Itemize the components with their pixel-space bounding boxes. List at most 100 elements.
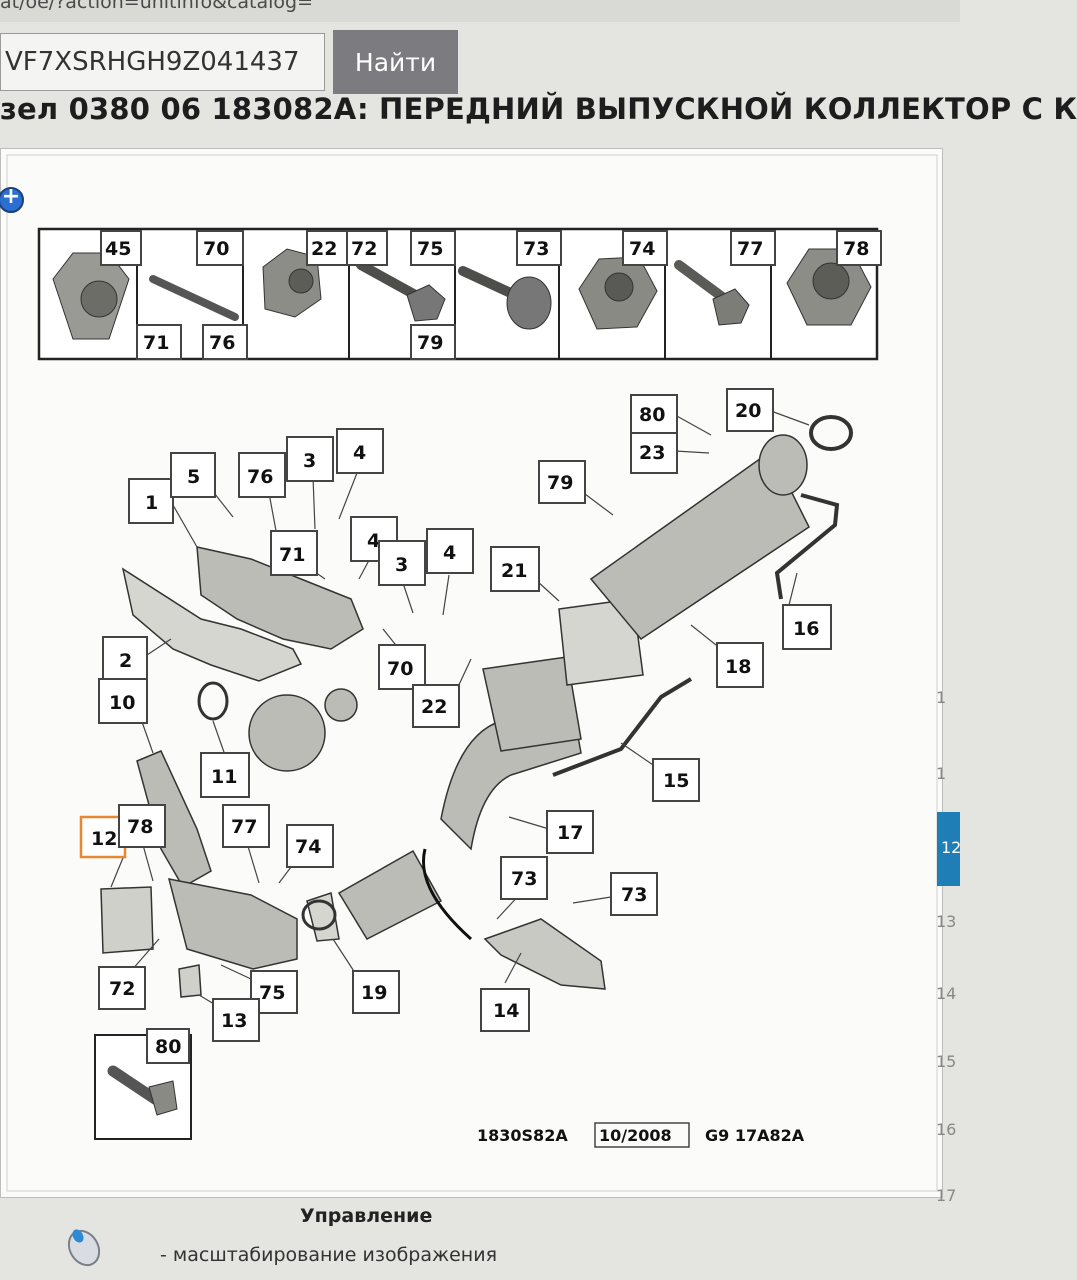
strip-label[interactable]: 76 (202, 324, 248, 360)
svg-text:19: 19 (361, 982, 387, 1004)
sidebar-number[interactable]: 17 (936, 1186, 957, 1205)
svg-text:73: 73 (523, 238, 549, 260)
callout[interactable]: 3 (286, 436, 334, 482)
callout[interactable]: 11 (200, 752, 250, 798)
sidebar-number[interactable]: 16 (936, 1120, 957, 1139)
svg-text:22: 22 (421, 696, 447, 718)
strip-label[interactable]: 72 (346, 230, 388, 266)
callout[interactable]: 14 (480, 988, 530, 1032)
callout[interactable]: 78 (118, 804, 166, 848)
callout[interactable]: 22 (412, 684, 460, 728)
callout[interactable]: 19 (352, 970, 400, 1014)
svg-text:76: 76 (247, 466, 273, 488)
ref-code: 1830S82A (477, 1126, 568, 1145)
callout[interactable]: 72 (98, 966, 146, 1010)
diagram-panel: 1830S82A 10/2008 G9 17A82A 45 70 71 76 2… (0, 148, 943, 1198)
sidebar-number[interactable]: 1 (936, 764, 947, 783)
callout[interactable]: 77 (222, 804, 270, 848)
url-text: at/oe/?action=unitinfo&catalog= (0, 0, 314, 13)
svg-text:72: 72 (109, 978, 135, 1000)
svg-text:74: 74 (629, 238, 655, 260)
strip-label[interactable]: 78 (836, 230, 882, 266)
callout[interactable]: 10 (98, 678, 148, 724)
callout[interactable]: 13 (212, 998, 260, 1042)
svg-text:14: 14 (493, 1000, 519, 1022)
strip-label[interactable]: 45 (100, 230, 142, 266)
strip-labels: 45 70 71 76 22 72 75 79 73 74 77 78 (100, 230, 882, 360)
callout[interactable]: 76 (238, 452, 286, 498)
svg-text:13: 13 (221, 1010, 247, 1032)
svg-text:75: 75 (259, 982, 285, 1004)
callout[interactable]: 15 (652, 758, 700, 802)
reference-line: 1830S82A 10/2008 G9 17A82A (477, 1122, 805, 1148)
search-row: Найти (0, 30, 960, 100)
strip-label[interactable]: 75 (410, 230, 456, 266)
sidebar-number[interactable]: 1 (936, 688, 947, 707)
callout[interactable]: 18 (716, 642, 764, 688)
callouts: 1 2 3 4 5 76 71 4 3 4 70 10 11 12 78 77 … (79, 388, 832, 1064)
svg-text:5: 5 (187, 466, 200, 488)
strip-label[interactable]: 22 (306, 230, 348, 266)
vin-input[interactable] (0, 33, 325, 91)
svg-text:18: 18 (725, 656, 751, 678)
sidebar-number[interactable]: 13 (936, 912, 957, 931)
exhaust-assembly (100, 415, 853, 998)
find-button[interactable]: Найти (333, 30, 458, 94)
address-bar[interactable]: at/oe/?action=unitinfo&catalog= (0, 0, 960, 22)
strip-label[interactable]: 79 (410, 324, 456, 360)
svg-text:22: 22 (311, 238, 337, 260)
callout[interactable]: 74 (286, 824, 334, 868)
svg-text:1: 1 (145, 492, 158, 514)
sidebar-number[interactable]: 15 (936, 1052, 957, 1071)
callout[interactable]: 73 (500, 856, 548, 900)
callout[interactable]: 80 (146, 1028, 190, 1064)
callout[interactable]: 20 (726, 388, 774, 432)
svg-text:11: 11 (211, 766, 237, 788)
ref-doc: G9 17A82A (705, 1126, 805, 1145)
svg-text:74: 74 (295, 836, 321, 858)
callout[interactable]: 5 (170, 452, 216, 498)
callout[interactable]: 4 (426, 528, 474, 574)
parts-diagram: 1830S82A 10/2008 G9 17A82A 45 70 71 76 2… (6, 154, 938, 1192)
svg-text:80: 80 (155, 1036, 181, 1058)
svg-text:77: 77 (737, 238, 763, 260)
strip-label[interactable]: 70 (196, 230, 244, 266)
svg-text:80: 80 (639, 404, 665, 426)
callout[interactable]: 71 (270, 530, 318, 576)
svg-text:20: 20 (735, 400, 761, 422)
svg-text:79: 79 (547, 472, 573, 494)
callout[interactable]: 1 (128, 478, 174, 524)
svg-text:12: 12 (91, 828, 117, 850)
callout[interactable]: 23 (630, 432, 678, 474)
svg-text:70: 70 (203, 238, 229, 260)
page-title: зел 0380 06 183082A: ПЕРЕДНИЙ ВЫПУСКНОЙ … (0, 92, 1077, 126)
sidebar-item-active[interactable]: 12 (937, 812, 961, 886)
sidebar-number[interactable]: 14 (936, 984, 957, 1003)
zoom-hint: - масштабирование изображения (160, 1244, 498, 1266)
svg-text:15: 15 (663, 770, 689, 792)
callout[interactable]: 80 (630, 394, 678, 436)
svg-text:2: 2 (119, 650, 132, 672)
strip-label[interactable]: 73 (516, 230, 562, 266)
svg-text:73: 73 (621, 884, 647, 906)
callout[interactable]: 3 (378, 540, 426, 586)
callout[interactable]: 79 (538, 460, 586, 504)
callout[interactable]: 73 (610, 872, 658, 916)
callout[interactable]: 2 (102, 636, 148, 682)
callout[interactable]: 17 (546, 810, 594, 854)
zoom-plus-icon[interactable]: + (0, 184, 24, 213)
callout[interactable]: 16 (782, 604, 832, 650)
svg-text:78: 78 (843, 238, 869, 260)
callout[interactable]: 4 (336, 428, 384, 474)
svg-text:77: 77 (231, 816, 257, 838)
strip-label[interactable]: 77 (730, 230, 776, 266)
strip-label[interactable]: 71 (136, 324, 182, 360)
svg-text:79: 79 (417, 332, 443, 354)
svg-text:4: 4 (367, 530, 380, 552)
callout[interactable]: 70 (378, 644, 426, 690)
svg-text:4: 4 (353, 442, 366, 464)
strip-label[interactable]: 74 (622, 230, 668, 266)
callout[interactable]: 21 (490, 546, 540, 592)
diagram-frame (6, 154, 938, 1192)
svg-text:16: 16 (793, 618, 819, 640)
